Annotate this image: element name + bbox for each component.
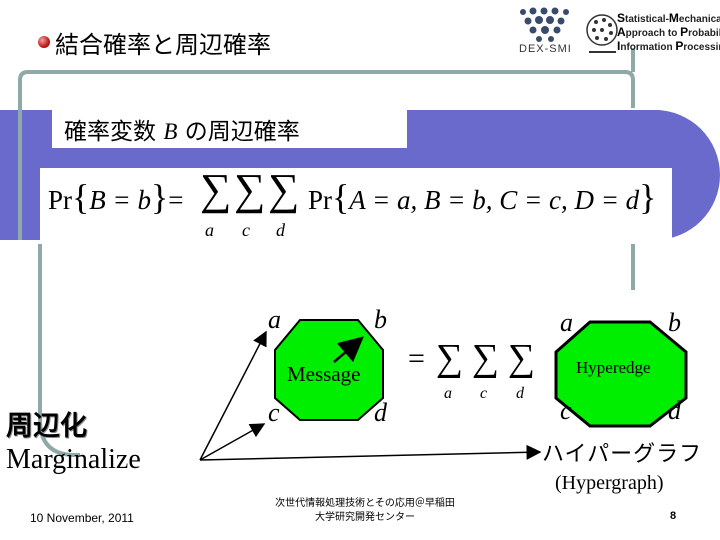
- message-label: Message: [287, 362, 361, 386]
- samp-emblem-icon: [586, 14, 618, 53]
- message-arrow: [333, 336, 364, 363]
- left-node-b: b: [374, 305, 387, 334]
- lhs-argument: B = b: [89, 185, 152, 215]
- left-node-d: d: [374, 398, 387, 427]
- samp-logo: Statistical-Mechanical Approach to Proba…: [584, 8, 720, 58]
- right-node-a: a: [560, 308, 573, 337]
- bullet-icon: [38, 36, 50, 48]
- left-node-a: a: [268, 305, 281, 334]
- right-node-c: c: [560, 396, 572, 425]
- subtitle-variable: B: [163, 119, 178, 144]
- right-node-b: b: [668, 308, 681, 337]
- equation-lhs: Pr{B = b}=: [48, 177, 184, 217]
- equation-box: Pr{B = b}= ∑ ∑ ∑ a c d Pr{A = a, B = b, …: [40, 165, 672, 244]
- middle-sum-1: ∑: [436, 337, 464, 379]
- page-number: 8: [670, 510, 677, 522]
- slide-frame: [18, 70, 635, 240]
- subtitle-suffix: の周辺確率: [184, 119, 300, 145]
- middle-sum-2: ∑: [472, 337, 500, 379]
- footer-date: 10 November, 2011: [30, 511, 134, 525]
- sum-index-a: a: [205, 220, 214, 240]
- rhs-argument: A = a, B = b, C = c, D = d: [349, 185, 640, 215]
- marginalize-arrow-to-a: [199, 330, 267, 461]
- hyperedge-label: Hyperedge: [576, 358, 651, 377]
- slide-title: 結合確率と周辺確率: [55, 31, 271, 59]
- equation-rhs: Pr{A = a, B = b, C = c, D = d}: [308, 177, 657, 217]
- sum-index-d: d: [276, 220, 285, 240]
- middle-equals: =: [408, 342, 425, 375]
- lhs-pr: Pr: [48, 185, 73, 215]
- marginalize-arrow-to-c: [199, 423, 266, 461]
- marginalize-jp-label: 周辺化: [6, 411, 87, 442]
- sum-2: ∑: [234, 165, 266, 214]
- subtitle-box: 確率変数 B の周辺確率: [52, 104, 407, 148]
- hyperedge-shape: [554, 320, 688, 428]
- samp-line-3: Information Processing: [617, 39, 720, 54]
- rhs-pr: Pr: [308, 185, 333, 215]
- middle-index-a: a: [444, 385, 452, 402]
- samp-line-2: Approach to Probabilistic: [617, 25, 720, 40]
- subtitle-prefix: 確率変数: [64, 119, 156, 145]
- dex-smi-dots-icon: [520, 7, 569, 42]
- footer-org-line-2: 大学研究開発センター: [315, 512, 415, 523]
- dex-smi-logo: DEX-SMI: [515, 6, 580, 61]
- sum-3: ∑: [268, 165, 300, 214]
- middle-index-d: d: [516, 385, 524, 402]
- sum-index-c: c: [242, 220, 250, 240]
- samp-line-1: Statistical-Mechanical: [617, 11, 720, 26]
- hypergraph-en-label: (Hypergraph): [555, 472, 664, 494]
- marginalize-en-label: Marginalize: [6, 444, 141, 475]
- middle-index-c: c: [480, 385, 488, 402]
- dex-smi-label: DEX-SMI: [519, 43, 572, 55]
- middle-sum-3: ∑: [508, 337, 536, 379]
- lhs-equals: =: [168, 185, 184, 215]
- slide-frame-lower: [38, 244, 635, 457]
- hypergraph-jp-label: ハイパーグラフ: [542, 442, 703, 467]
- left-node-c: c: [268, 398, 280, 427]
- marginalize-arrow-to-right: [199, 444, 542, 461]
- right-node-d: d: [668, 396, 681, 425]
- footer-org-line-1: 次世代情報処理技術とその応用＠早稲田: [275, 498, 455, 509]
- sum-1: ∑: [200, 165, 232, 214]
- footer-organization: 次世代情報処理技術とその応用＠早稲田 大学研究開発センター: [250, 497, 480, 525]
- subtitle: 確率変数 B の周辺確率: [64, 112, 300, 146]
